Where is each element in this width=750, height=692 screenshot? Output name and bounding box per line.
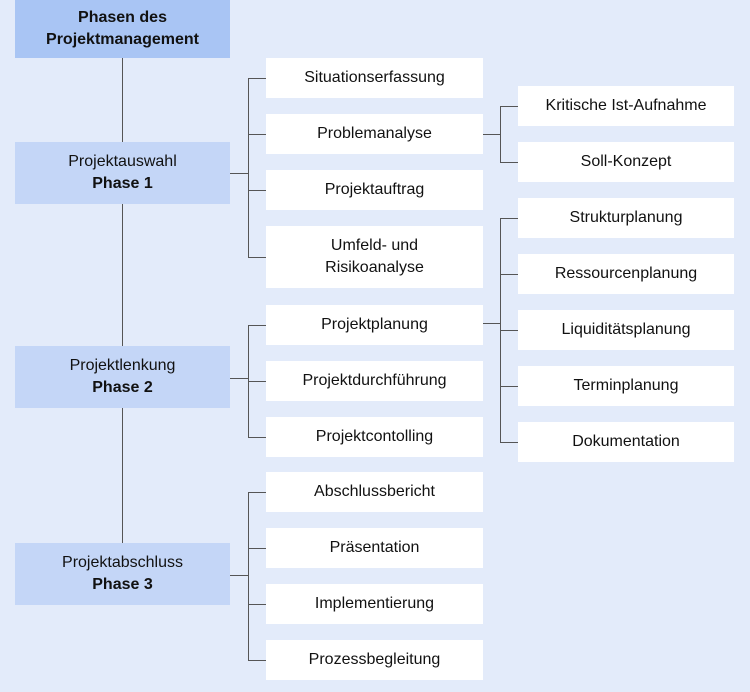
phase-1-box: Projektauswahl Phase 1 <box>15 142 230 204</box>
step-box: Projektauftrag <box>266 170 483 210</box>
connector-line <box>500 218 518 219</box>
connector-line <box>248 257 266 258</box>
phase-number: Phase 2 <box>92 379 153 396</box>
substep-box: Terminplanung <box>518 366 734 406</box>
step-box: Projektdurchführung <box>266 361 483 401</box>
connector-line <box>483 134 500 135</box>
connector-line <box>248 381 266 382</box>
connector-line <box>500 442 518 443</box>
step-box: Implementierung <box>266 584 483 624</box>
step-box: Prozessbegleitung <box>266 640 483 680</box>
connector-line <box>248 492 249 660</box>
substep-box: Soll-Konzept <box>518 142 734 182</box>
connector-line <box>500 162 518 163</box>
step-box: Problemanalyse <box>266 114 483 154</box>
connector-line <box>500 274 518 275</box>
step-box: Projektcontolling <box>266 417 483 457</box>
connector-line <box>500 106 518 107</box>
step-box: Situationserfassung <box>266 58 483 98</box>
step-box: Umfeld- und Risikoanalyse <box>266 226 483 288</box>
step-box: Projektplanung <box>266 305 483 345</box>
substep-box: Dokumentation <box>518 422 734 462</box>
connector-line <box>248 548 266 549</box>
connector-line <box>248 437 266 438</box>
connector-line <box>500 106 501 162</box>
substep-box: Liquiditätsplanung <box>518 310 734 350</box>
connector-line <box>248 78 266 79</box>
substep-box: Ressourcenplanung <box>518 254 734 294</box>
phase-number: Phase 3 <box>92 576 153 593</box>
connector-line <box>248 325 266 326</box>
connector-line <box>248 78 249 257</box>
connector-line <box>500 386 518 387</box>
connector-line <box>230 575 248 576</box>
connector-line <box>248 660 266 661</box>
connector-line <box>122 58 123 142</box>
connector-line <box>248 604 266 605</box>
substep-box: Strukturplanung <box>518 198 734 238</box>
connector-line <box>248 190 266 191</box>
connector-line <box>248 492 266 493</box>
step-box: Abschlussbericht <box>266 472 483 512</box>
connector-line <box>122 204 123 346</box>
phase-name: Projektauswahl <box>68 153 177 170</box>
root-title: Phasen des Projektmanagement <box>15 0 230 58</box>
phase-number: Phase 1 <box>92 175 153 192</box>
phase-name: Projektlenkung <box>69 357 176 374</box>
connector-line <box>230 173 248 174</box>
connector-line <box>122 408 123 543</box>
phase-name: Projektabschluss <box>62 554 183 571</box>
connector-line <box>483 323 500 324</box>
substep-box: Kritische Ist-Aufnahme <box>518 86 734 126</box>
step-box: Präsentation <box>266 528 483 568</box>
phase-2-box: Projektlenkung Phase 2 <box>15 346 230 408</box>
connector-line <box>248 134 266 135</box>
phase-3-box: Projektabschluss Phase 3 <box>15 543 230 605</box>
connector-line <box>500 330 518 331</box>
connector-line <box>230 378 248 379</box>
